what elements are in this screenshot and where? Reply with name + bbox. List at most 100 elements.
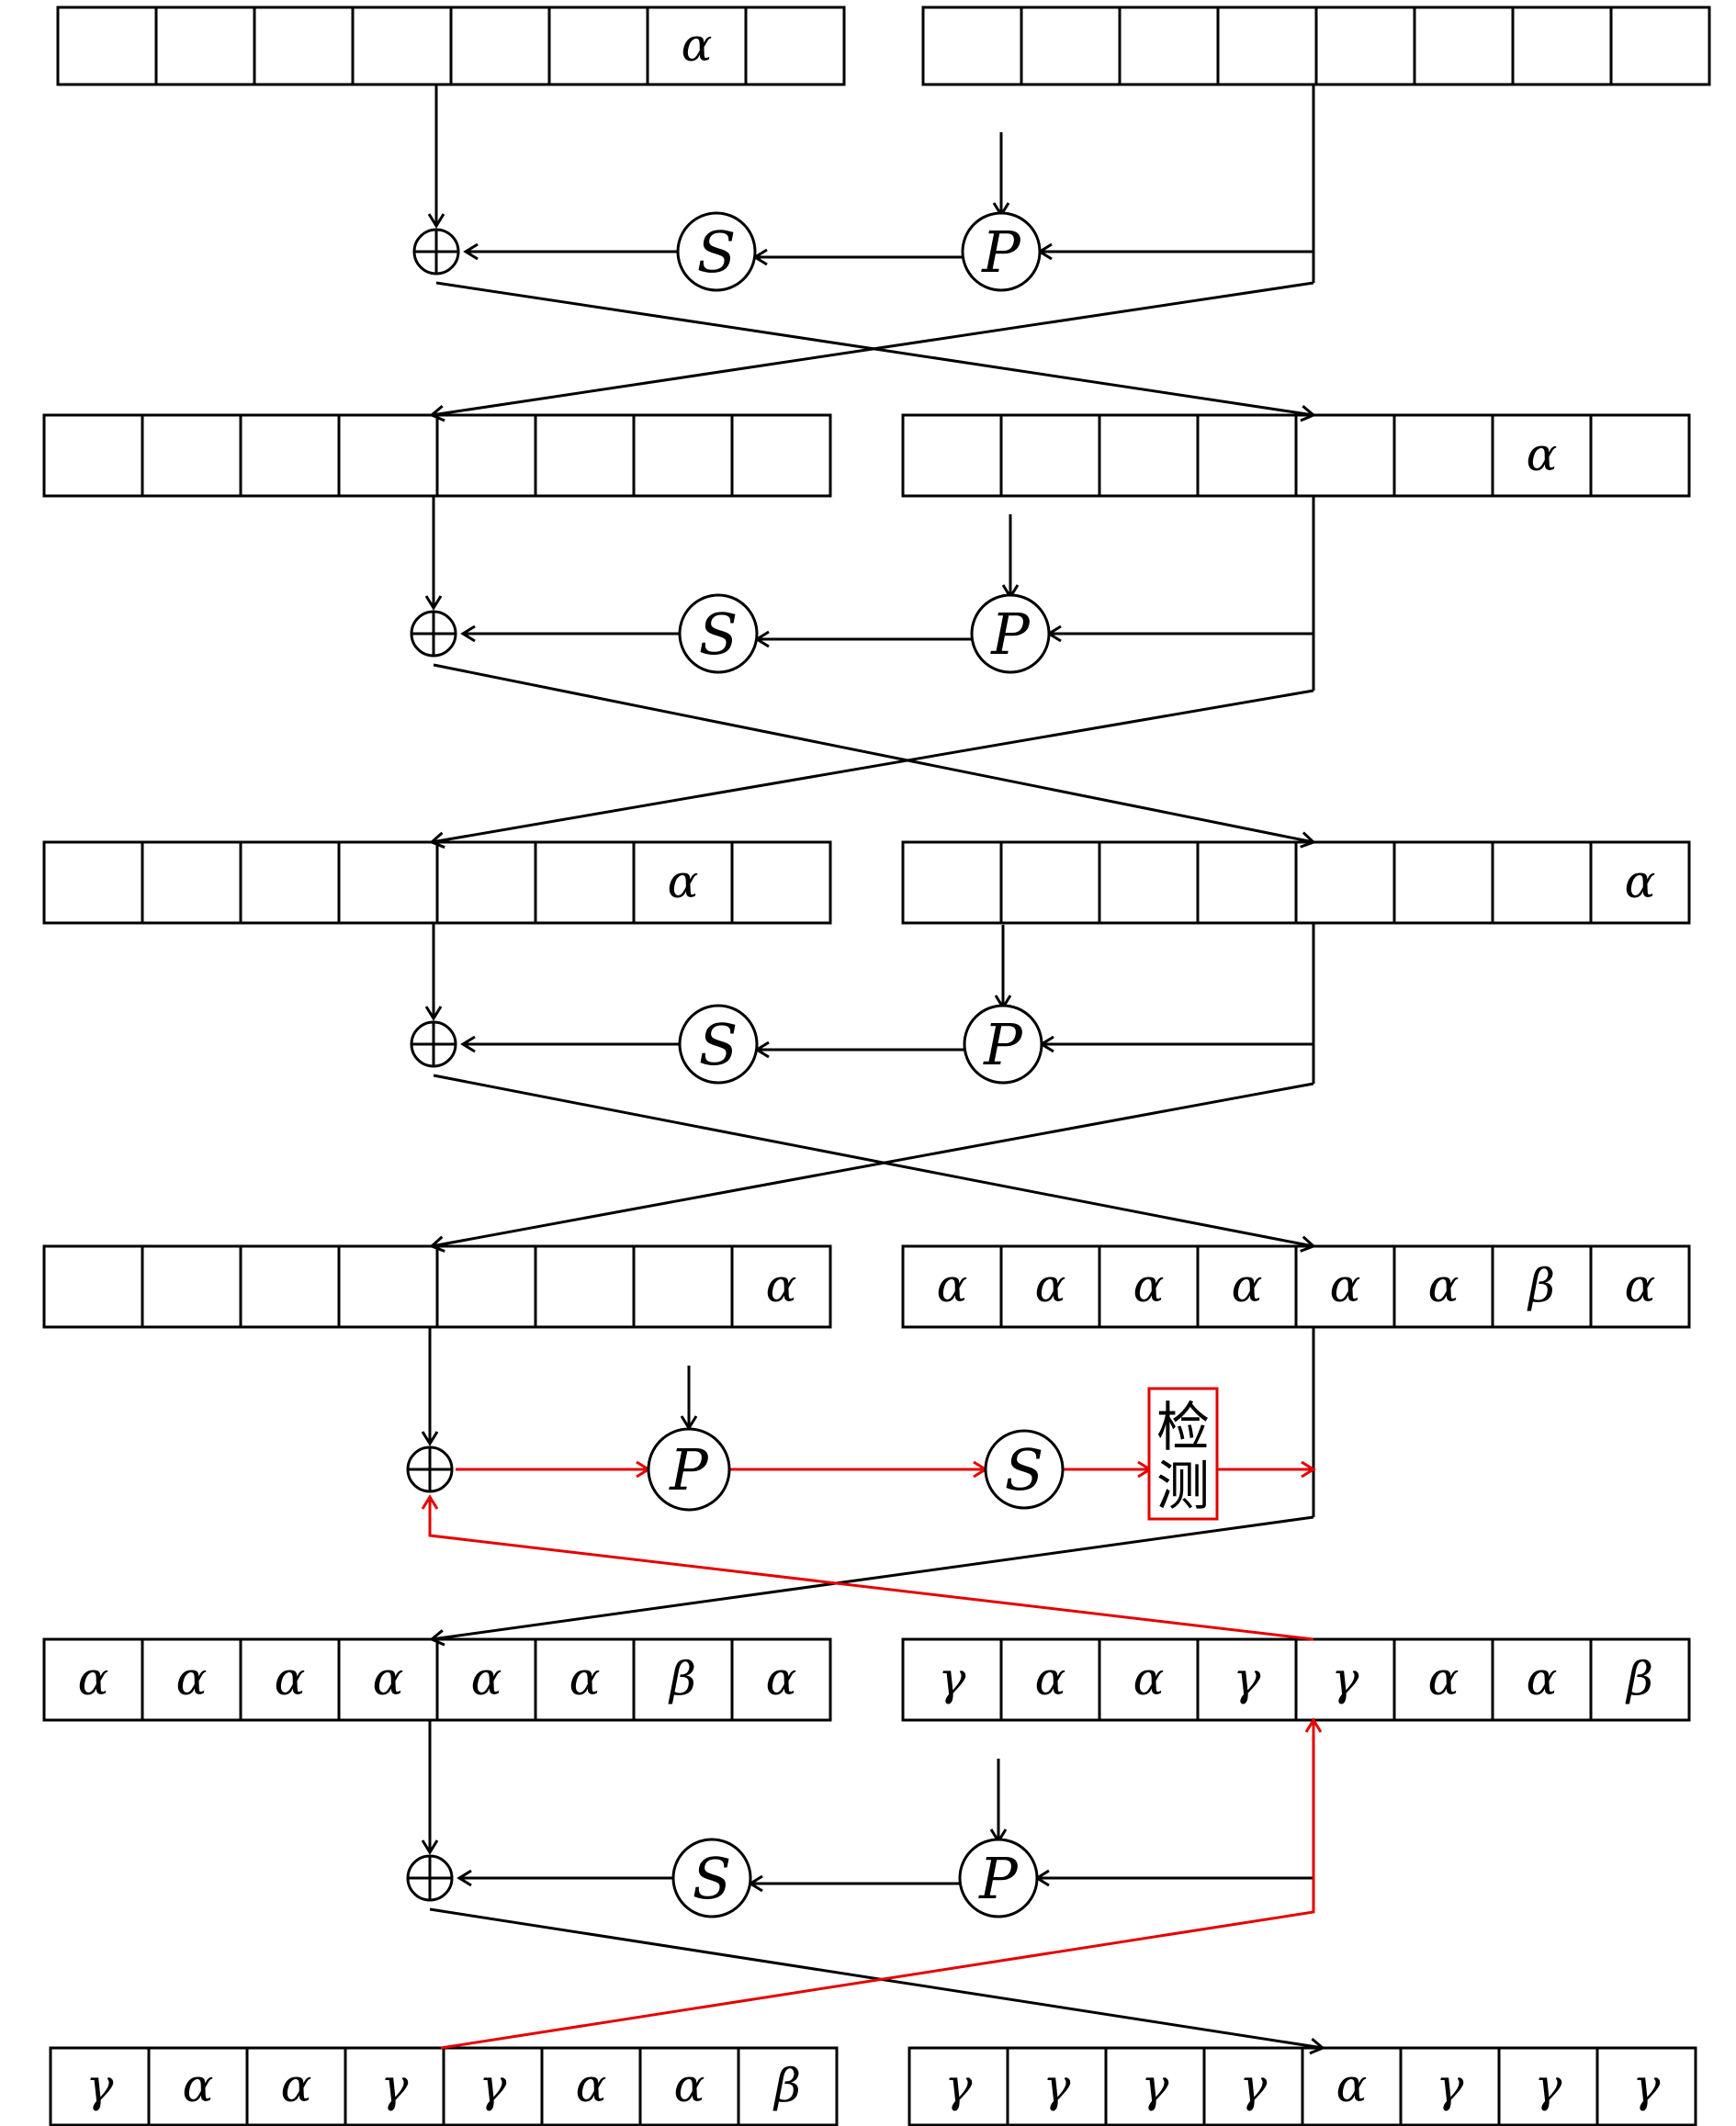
s-box-label: S xyxy=(693,1845,731,1912)
register-cell xyxy=(154,6,256,86)
cell-symbol: α xyxy=(1625,1259,1656,1312)
s-box-circle xyxy=(678,1004,759,1085)
cell-symbol: γ xyxy=(1142,2059,1169,2112)
register-cell xyxy=(1589,413,1691,498)
connection-lines xyxy=(421,84,1325,2055)
cell-symbol: γ xyxy=(479,2059,507,2112)
register-cell xyxy=(730,413,832,498)
register-cell xyxy=(337,1244,439,1329)
register-cell xyxy=(337,840,439,925)
register-cell xyxy=(1196,413,1298,498)
cell-symbol: γ xyxy=(1437,2059,1464,2112)
s-box-label: S xyxy=(697,219,736,286)
cell-symbol: γ xyxy=(945,2059,973,2112)
register-cell xyxy=(534,1244,636,1329)
cell-symbol: α xyxy=(937,1259,968,1312)
cell-symbol: α xyxy=(1035,1259,1066,1312)
register-cell xyxy=(56,6,158,86)
cell-symbol: α xyxy=(766,1652,797,1705)
swap-line-right-to-left xyxy=(429,689,1314,849)
s-box-circle xyxy=(678,593,759,674)
register-cell xyxy=(730,1244,832,1329)
cell-symbol: α xyxy=(1232,1259,1263,1312)
cell-symbol: α xyxy=(176,1652,208,1705)
register-cell xyxy=(730,1637,832,1722)
register-cell xyxy=(1294,413,1396,498)
register-cell xyxy=(1294,840,1396,925)
p-box-circle xyxy=(963,1004,1043,1085)
swap-line-left-to-right xyxy=(433,663,1316,849)
register-cell xyxy=(239,840,341,925)
cell-symbol: α xyxy=(78,1652,109,1705)
register-cell xyxy=(1098,413,1200,498)
cell-symbol: γ xyxy=(1332,1652,1359,1705)
cell-symbol: γ xyxy=(1043,2059,1071,2112)
register-cell xyxy=(632,1244,734,1329)
s-box-circle xyxy=(984,1429,1065,1510)
cell-symbol: γ xyxy=(939,1652,966,1705)
red-feedback-to-xor xyxy=(421,1494,1314,1641)
register-cell xyxy=(141,1244,242,1329)
cell-symbol: γ xyxy=(1234,1652,1261,1705)
detect-box xyxy=(1147,1387,1219,1521)
cell-symbol: α xyxy=(674,2059,705,2112)
swap-line-right-to-left xyxy=(429,1082,1314,1253)
register-cell xyxy=(534,413,636,498)
register-cell xyxy=(42,1244,144,1329)
p-box-circle xyxy=(970,593,1051,674)
register-cell xyxy=(1589,1637,1691,1722)
register-cell xyxy=(921,6,1023,86)
register-cell xyxy=(1491,840,1593,925)
cell-symbol: α xyxy=(281,2059,312,2112)
register-cell xyxy=(435,413,537,498)
detect-label-1: 检 xyxy=(1156,1396,1210,1458)
p-box-label: P xyxy=(669,1436,709,1503)
p-box-label: P xyxy=(983,1011,1023,1078)
register-cell xyxy=(1595,2046,1697,2126)
register-cell xyxy=(42,840,144,925)
cell-symbol: β xyxy=(1527,1259,1555,1312)
register-cell xyxy=(141,413,242,498)
cell-symbol: α xyxy=(576,2059,607,2112)
red-trace-cross xyxy=(440,1878,1315,2050)
cell-symbol: α xyxy=(1035,1652,1066,1705)
cell-symbol: α xyxy=(183,2059,214,2112)
swap-line-left-to-right xyxy=(433,1074,1316,1253)
register-cell xyxy=(1216,6,1318,86)
register-cell xyxy=(42,413,144,498)
cell-symbol: β xyxy=(1625,1652,1653,1705)
cell-symbol: α xyxy=(1133,1259,1165,1312)
cell-symbol: α xyxy=(471,1652,502,1705)
register-cell xyxy=(901,413,1003,498)
cell-symbol: β xyxy=(668,1652,696,1705)
cell-symbol: α xyxy=(1330,1259,1361,1312)
register-cell xyxy=(239,413,341,498)
register-cell xyxy=(1392,840,1494,925)
cell-symbol: α xyxy=(1527,1652,1558,1705)
cell-symbol: β xyxy=(772,2059,801,2112)
cell-symbol: α xyxy=(766,1259,797,1312)
register-cell xyxy=(999,840,1101,925)
cell-symbol: γ xyxy=(1535,2059,1562,2112)
cell-symbol: α xyxy=(569,1652,601,1705)
register-cell xyxy=(1196,840,1298,925)
cell-symbol: α xyxy=(1428,1259,1460,1312)
p-box-label: P xyxy=(981,219,1021,286)
register-cell xyxy=(901,840,1003,925)
s-box-circle xyxy=(671,1838,752,1918)
cell-symbol: α xyxy=(668,855,699,908)
s-box-label: S xyxy=(699,601,738,668)
register-cell xyxy=(547,6,649,86)
cell-symbol: α xyxy=(1336,2059,1368,2112)
register-cell xyxy=(1392,413,1494,498)
register-cell xyxy=(744,6,846,86)
p-box-label: P xyxy=(978,1845,1019,1912)
register-cell xyxy=(1118,6,1220,86)
cell-symbol: α xyxy=(1428,1652,1460,1705)
p-box-circle xyxy=(958,1838,1039,1918)
register-cell xyxy=(337,413,439,498)
register-cell xyxy=(1589,1244,1691,1329)
